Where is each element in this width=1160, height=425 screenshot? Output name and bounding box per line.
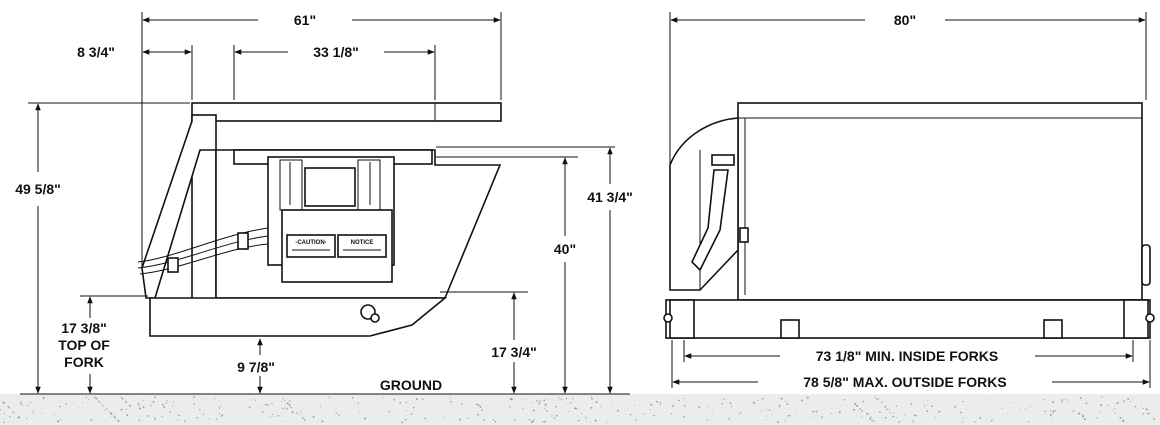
front-dimensions: 80" 73 1/8" MIN. INSIDE FORKS 78 5/8" MA… [669, 12, 1151, 390]
caution-text: -CAUTION- [295, 240, 326, 246]
dim-inside-forks: 73 1/8" MIN. INSIDE FORKS [816, 348, 998, 364]
front-cylinder [691, 169, 729, 272]
front-side-plate [669, 117, 739, 291]
side-base [149, 297, 448, 337]
side-dimensions: 61" 8 3/4" 33 1/8" 49 5/8" 17 3/8" TOP O… [15, 12, 633, 395]
dim-side-center: 33 1/8" [313, 44, 359, 60]
ground-speckles [0, 396, 1159, 424]
side-view: -CAUTION- NOTICE [137, 102, 502, 337]
front-main-body [737, 102, 1143, 301]
dim-side-offset: 8 3/4" [77, 44, 115, 60]
dim-outside-forks: 78 5/8" MAX. OUTSIDE FORKS [803, 374, 1006, 390]
front-view [663, 102, 1155, 339]
ground-strip [0, 394, 1160, 425]
fork-label-top-of: TOP OF [58, 337, 110, 353]
ground-label: GROUND [380, 377, 442, 393]
dim-height-40: 40" [554, 241, 576, 257]
front-fork-right [1123, 299, 1149, 339]
front-cylinder-mount [711, 154, 735, 166]
notice-text: NOTICE [351, 240, 374, 246]
side-hoses [137, 227, 269, 275]
dim-height-17: 17 3/4" [491, 344, 537, 360]
front-fork-bar [665, 299, 1151, 339]
dim-overall-height: 49 5/8" [15, 181, 61, 197]
fork-label-fork: FORK [64, 354, 104, 370]
caution-decal [286, 234, 336, 258]
dim-front-width: 80" [894, 12, 916, 28]
dim-height-41: 41 3/4" [587, 189, 633, 205]
notice-decal [337, 234, 387, 258]
dim-fork-height: 17 3/8" [61, 320, 107, 336]
front-fork-left [669, 299, 695, 339]
side-top-plate [191, 102, 502, 122]
dim-side-width: 61" [294, 12, 316, 28]
dim-bottom-clearance: 9 7/8" [237, 359, 275, 375]
